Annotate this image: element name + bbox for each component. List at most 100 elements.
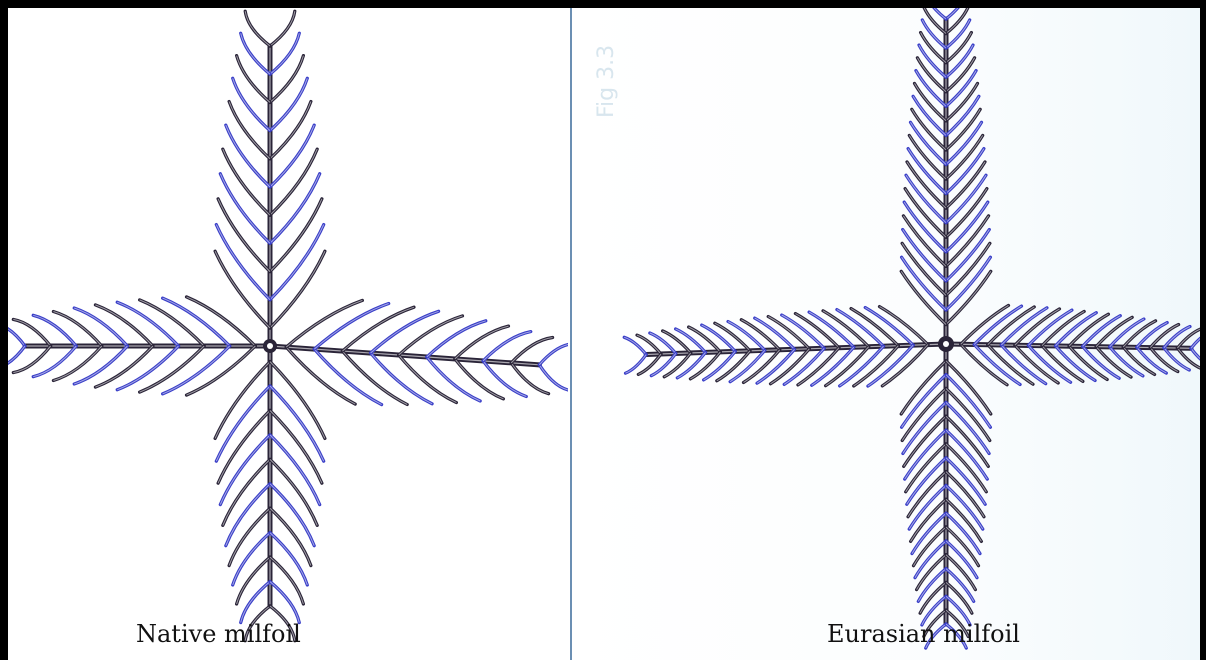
leaflet-highlight — [269, 198, 323, 272]
leaflet — [453, 357, 505, 401]
leaflet-highlight — [342, 306, 415, 352]
leaflet-highlight — [727, 321, 766, 351]
leaflet-highlight — [8, 345, 26, 364]
milfoil-arm — [213, 9, 327, 349]
leaflet-highlight — [1082, 346, 1120, 379]
leaflet — [11, 344, 53, 375]
figure-frame: Native milfoil Fig 3.3 Eurasian milfoil — [8, 8, 1200, 660]
leaflet-highlight — [510, 362, 549, 395]
panel-divider — [570, 8, 572, 660]
leaflet-highlight — [269, 148, 318, 216]
leaflet-highlight — [638, 353, 662, 375]
leaflet — [537, 342, 568, 367]
leaflet-highlight — [960, 343, 1008, 386]
leaflet — [268, 433, 322, 507]
leaflet-highlight — [538, 344, 568, 366]
leaflet-highlight — [1095, 346, 1132, 378]
milfoil-arm — [622, 305, 949, 388]
native-milfoil-caption: Native milfoil — [136, 620, 301, 648]
leaflet-highlight — [945, 526, 979, 566]
leaflet-highlight — [269, 385, 325, 462]
leaflet-highlight — [651, 353, 677, 377]
stem-center-hole — [943, 341, 949, 347]
leaflet-highlight — [269, 78, 308, 131]
leaflet-highlight — [729, 349, 766, 383]
leaflet-highlight — [269, 483, 315, 546]
leaflet-highlight — [269, 11, 296, 47]
leaflet-highlight — [269, 459, 318, 526]
leaflet-highlight — [186, 345, 256, 396]
leaflet-highlight — [13, 345, 51, 374]
leaflet-highlight — [269, 33, 300, 75]
leaflet-highlight — [225, 483, 271, 546]
leaflet-highlight — [945, 609, 969, 637]
leaflet-highlight — [945, 554, 976, 590]
leaflet-highlight — [945, 32, 972, 63]
leaflet-highlight — [879, 306, 929, 345]
leaflet — [877, 305, 930, 347]
leaflet-highlight — [1055, 345, 1096, 381]
leaflet-highlight — [905, 174, 947, 224]
leaflet-highlight — [987, 306, 1035, 346]
leaflet-highlight — [945, 256, 991, 311]
leaflet-highlight — [1109, 318, 1145, 348]
leaflet-highlight — [945, 109, 981, 151]
leaflet-highlight — [945, 201, 989, 253]
leaflet-highlight — [186, 296, 256, 347]
leaflet-highlight — [945, 70, 977, 107]
leaflet-highlight — [836, 309, 884, 347]
leaflet-highlight — [285, 346, 356, 405]
leaflet-highlight — [901, 243, 947, 296]
leaflet-highlight — [1068, 313, 1109, 347]
leaflet-highlight — [797, 347, 840, 386]
leaflet-highlight — [906, 457, 947, 505]
leaflet-highlight — [945, 271, 992, 325]
leaflet-highlight — [945, 96, 980, 136]
leaflet-highlight — [945, 174, 987, 224]
leaflet-highlight — [987, 344, 1034, 385]
native-milfoil-drawing — [8, 9, 568, 643]
leaflet-highlight — [945, 57, 976, 93]
leaflet-highlight — [743, 349, 781, 383]
leaflet-highlight — [916, 554, 947, 590]
leaflet-highlight — [1149, 324, 1179, 348]
leaflet-highlight — [139, 299, 205, 347]
leaflet-highlight — [945, 415, 989, 467]
leaflet-highlight — [901, 388, 947, 441]
leaflet-highlight — [906, 161, 947, 209]
leaflet-highlight — [663, 352, 692, 378]
leaflet-highlight — [920, 32, 947, 63]
leaflet-highlight — [945, 188, 988, 238]
leaflet-highlight — [900, 360, 947, 415]
leaflet-highlight — [1082, 315, 1121, 347]
leaflet-highlight — [53, 345, 103, 381]
leaflet-highlight — [808, 311, 855, 348]
leaflet — [899, 269, 948, 327]
leaflet — [243, 9, 272, 48]
leaflet-highlight — [945, 148, 985, 194]
leaflet-highlight — [214, 250, 271, 329]
milfoil-arm — [899, 8, 993, 347]
leaflet-highlight — [370, 310, 439, 354]
leaflet-highlight — [677, 352, 706, 379]
leaflet-highlight — [1149, 347, 1179, 373]
milfoil-arm — [267, 298, 568, 407]
leaflet-highlight — [714, 322, 751, 352]
leaflet-highlight — [973, 344, 1021, 385]
leaflet-highlight — [690, 351, 721, 380]
leaflet-highlight — [636, 334, 662, 355]
leaflet-highlight — [269, 434, 321, 505]
leaflet-highlight — [688, 326, 721, 353]
leaflet-highlight — [945, 229, 990, 282]
leaflet-highlight — [370, 352, 433, 405]
leaflet-highlight — [285, 299, 363, 348]
leaflet-highlight — [342, 350, 408, 405]
leaflet — [268, 408, 324, 485]
leaflet-highlight — [767, 316, 810, 350]
leaflet-highlight — [117, 345, 179, 391]
leaflet-highlight — [33, 314, 77, 347]
leaflet-highlight — [482, 331, 531, 362]
leaflet-highlight — [313, 303, 389, 350]
leaflet-highlight — [1028, 309, 1073, 346]
leaflet-highlight — [236, 556, 271, 605]
